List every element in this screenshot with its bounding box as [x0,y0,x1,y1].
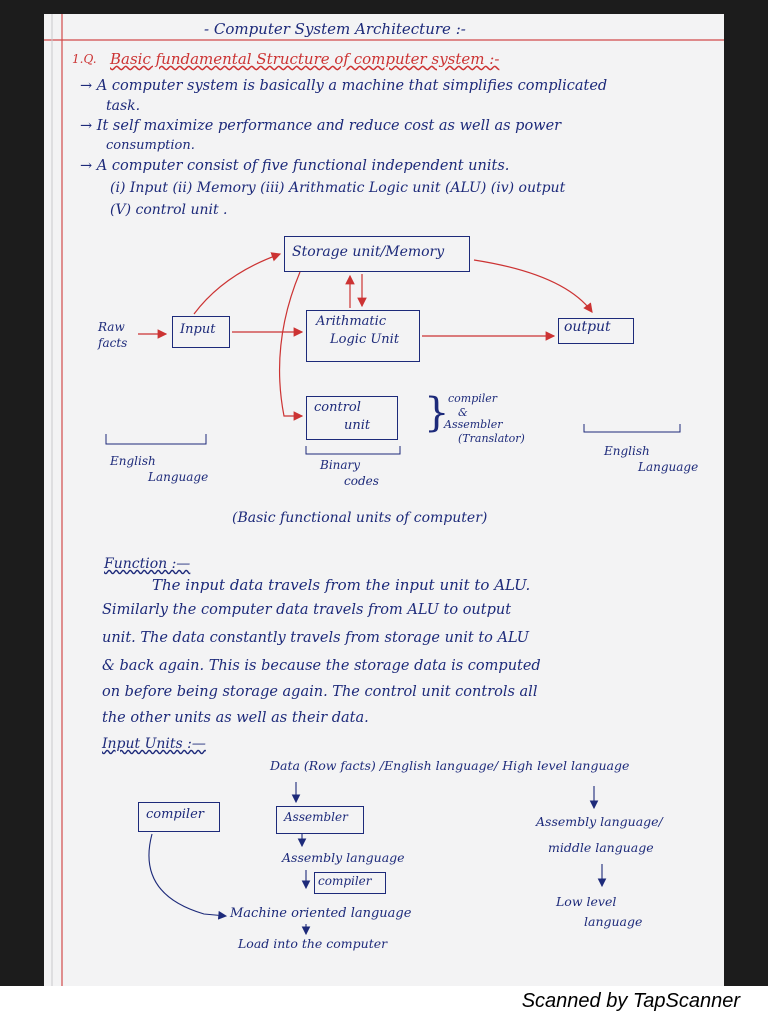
translator-label: & [458,406,468,419]
alu-label: Logic Unit [330,332,400,347]
page-title: - Computer System Architecture :- [204,20,466,38]
compiler-small-label: compiler [318,874,372,888]
raw-facts-label: facts [98,336,128,350]
paragraph-line: the other units as well as their data. [102,710,369,726]
brace-glyph: } [424,390,450,436]
compiler-small-box [314,872,386,894]
bullet-line: (i) Input (ii) Memory (iii) Arithmatic L… [110,180,566,196]
notebook-page: - Computer System Architecture :- 1.Q. B… [44,14,724,986]
assembly-language-label: Assembly language [282,850,405,865]
alu-box [306,310,420,362]
assembler-label: Assembler [284,810,348,824]
binary-codes-label: Binary [320,458,361,472]
paragraph-line: on before being storage again. The contr… [102,684,538,700]
output-label: output [564,319,611,335]
page-lines [44,14,724,986]
bullet-line: task. [106,98,141,114]
input-units-top-line: Data (Row facts) /English language/ High… [270,758,630,773]
compiler-box [138,802,220,832]
section-heading: Basic fundamental Structure of computer … [110,50,500,68]
input-box [172,316,230,348]
bullet-line: → A computer consist of five functional … [80,158,510,174]
english-language-right: English [604,444,650,458]
binary-codes-label: codes [344,474,379,488]
diagram-arrows [105,252,681,455]
raw-facts-label: Raw [98,320,125,334]
low-level-label: language [584,914,643,929]
bullet-line: → A computer system is basically a machi… [80,78,608,94]
question-number: 1.Q. [72,52,97,66]
scanner-watermark: Scanned by TapScanner [521,990,740,1012]
bullet-line: → It self maximize performance and reduc… [80,118,562,134]
function-heading: Function :— [104,556,191,572]
paragraph-line: The input data travels from the input un… [152,576,531,594]
input-units-arrows [148,782,607,936]
scanner-footer: Scanned by TapScanner [0,986,768,1024]
storage-unit-label: Storage unit/Memory [292,244,445,260]
english-language-left: Language [148,470,209,484]
input-units-heading: Input Units :— [102,736,206,752]
assembly-middle-label: Assembly language/ [536,814,663,829]
translator-label: compiler [448,392,498,405]
load-label: Load into the computer [238,936,388,951]
storage-unit-box [284,236,470,272]
compiler-label: compiler [146,807,204,822]
control-unit-label: control [314,400,361,415]
output-box [558,318,634,344]
alu-label: Arithmatic [316,314,387,329]
paragraph-line: & back again. This is because the storag… [102,658,541,674]
diagram-caption: (Basic functional units of computer) [232,510,488,526]
control-unit-box [306,396,398,440]
translator-label: Assembler [444,418,503,431]
bullet-line: (V) control unit . [110,202,228,218]
input-label: Input [180,322,216,337]
translator-label: (Translator) [458,432,525,445]
bullet-line: consumption. [106,138,195,153]
machine-language-label: Machine oriented language [230,906,412,921]
low-level-label: Low level [556,894,617,909]
control-unit-label: unit [344,418,371,433]
english-language-right: Language [638,460,699,474]
paragraph-line: Similarly the computer data travels from… [102,602,512,618]
assembly-middle-label: middle language [548,840,654,855]
english-language-left: English [110,454,156,468]
paragraph-line: unit. The data constantly travels from s… [102,630,530,646]
assembler-box [276,806,364,834]
